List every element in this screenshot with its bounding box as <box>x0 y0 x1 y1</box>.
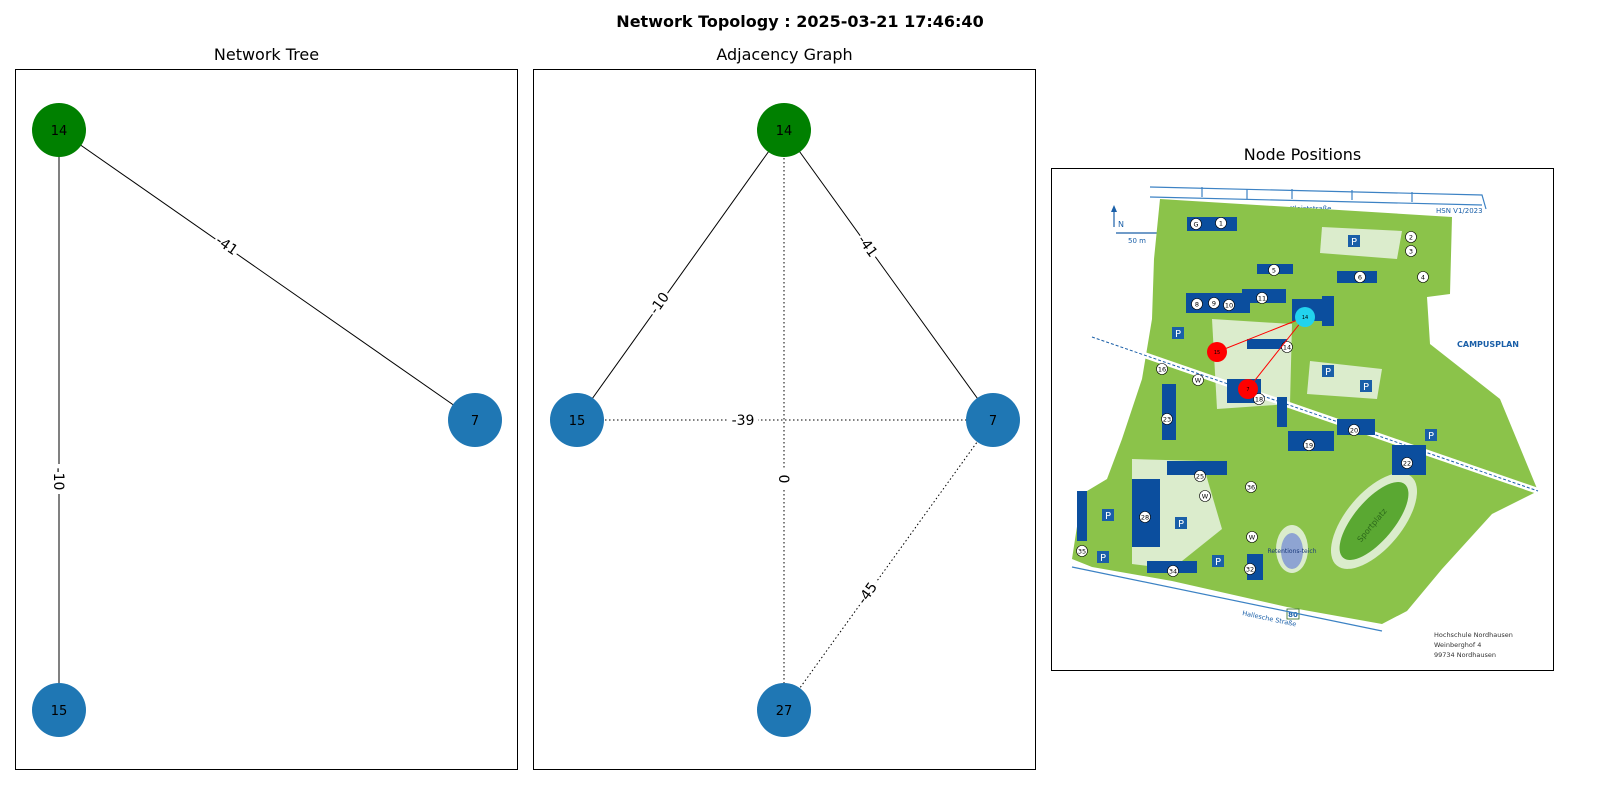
node-positions-panel: Kleiststraße HSN V1/2023 N 50 m Sportpla… <box>1051 168 1554 671</box>
svg-text:9: 9 <box>1212 300 1216 308</box>
svg-text:34: 34 <box>1169 568 1177 576</box>
svg-text:11: 11 <box>1258 295 1266 303</box>
tree-edge-label-14-7: -41 <box>212 233 240 259</box>
network-tree-title: Network Tree <box>213 45 320 64</box>
svg-text:18: 18 <box>1255 396 1263 404</box>
graph-edge-14-15: -10 <box>576 129 785 421</box>
map-version-label: HSN V1/2023 <box>1436 207 1483 215</box>
map-marker-15[interactable]: 15 <box>1207 342 1227 362</box>
pond-label: Retentions-teich <box>1267 548 1316 555</box>
svg-text:32: 32 <box>1246 566 1254 574</box>
svg-text:P: P <box>1105 511 1111 522</box>
svg-text:99734 Nordhausen: 99734 Nordhausen <box>1434 651 1496 659</box>
svg-text:36: 36 <box>1247 484 1255 492</box>
tree-node-14[interactable]: 14 <box>32 103 86 157</box>
svg-text:28: 28 <box>1141 514 1149 522</box>
graph-edge-14-7: -41 <box>783 129 994 421</box>
graph-edge-label-14-15: -10 <box>647 290 673 318</box>
graph-node-14[interactable]: 14 <box>757 103 811 157</box>
adjacency-graph-panel: -10 -41 -39 0 -45 14 15 <box>533 69 1036 770</box>
svg-text:W: W <box>1249 534 1256 542</box>
campusplan-label: CAMPUSPLAN <box>1457 340 1519 349</box>
sports-field: Sportplatz <box>1330 473 1418 569</box>
svg-text:6: 6 <box>1358 274 1362 282</box>
svg-text:23: 23 <box>1163 416 1171 424</box>
tree-edge-label-14-15: -10 <box>50 468 66 491</box>
svg-text:P: P <box>1428 431 1434 442</box>
network-tree-panel: -41 -10 14 7 15 <box>15 69 518 770</box>
svg-text:P: P <box>1175 329 1181 340</box>
graph-edge-15-7: -39 <box>577 411 993 429</box>
north-arrow: N 50 m <box>1111 205 1160 245</box>
tree-edge-14-15: -10 <box>50 130 68 710</box>
graph-edge-7-27: -45 <box>783 419 994 711</box>
svg-text:8: 8 <box>1195 301 1199 309</box>
graph-edge-label-14-27: 0 <box>775 475 791 484</box>
scale-label: 50 m <box>1128 237 1146 245</box>
svg-text:P: P <box>1363 382 1369 393</box>
graph-node-27[interactable]: 27 <box>757 683 811 737</box>
figure-title: Network Topology : 2025-03-21 17:46:40 <box>616 12 984 31</box>
svg-text:3: 3 <box>1409 248 1413 256</box>
svg-text:7: 7 <box>1246 387 1249 393</box>
route-label: 80 <box>1288 611 1298 619</box>
map-marker-7[interactable]: 7 <box>1238 379 1258 399</box>
svg-text:19: 19 <box>1305 442 1313 450</box>
tree-edge-14-7: -41 <box>58 129 476 421</box>
north-label: N <box>1118 220 1124 229</box>
campus-map: Kleiststraße HSN V1/2023 N 50 m Sportpla… <box>1052 169 1553 670</box>
graph-node-7-label: 7 <box>989 414 997 429</box>
adjacency-graph-canvas: -10 -41 -39 0 -45 14 15 <box>550 103 1020 737</box>
svg-text:16: 16 <box>1158 366 1166 374</box>
graph-node-27-label: 27 <box>776 704 793 719</box>
network-tree-canvas: -41 -10 14 7 15 <box>32 103 502 737</box>
graph-edge-label-14-7: -41 <box>854 233 880 261</box>
tree-node-7-label: 7 <box>471 414 479 429</box>
svg-text:P: P <box>1325 367 1331 378</box>
map-marker-14[interactable]: 14 <box>1295 307 1315 327</box>
tree-node-7[interactable]: 7 <box>448 393 502 447</box>
graph-node-15-label: 15 <box>569 414 586 429</box>
retention-pond: Retentions-teich <box>1267 525 1317 573</box>
graph-edge-label-15-7: -39 <box>732 413 755 429</box>
tree-node-14-label: 14 <box>51 124 68 139</box>
svg-text:20: 20 <box>1350 427 1358 435</box>
svg-text:Hochschule Nordhausen: Hochschule Nordhausen <box>1434 631 1513 639</box>
address-block: Hochschule Nordhausen Weinberghof 4 9973… <box>1434 631 1513 659</box>
svg-text:35: 35 <box>1078 548 1086 556</box>
graph-node-15[interactable]: 15 <box>550 393 604 447</box>
svg-text:15: 15 <box>1214 350 1220 356</box>
svg-text:P: P <box>1100 553 1106 564</box>
node-position-overlay: 14 15 7 <box>1207 307 1315 399</box>
svg-text:1: 1 <box>1219 220 1223 228</box>
svg-text:4: 4 <box>1421 274 1425 282</box>
top-road <box>1149 186 1487 210</box>
building-number-badges: G 1 2 3 4 5 6 8 9 10 11 14 16 W 18 23 19… <box>1076 217 1429 577</box>
svg-text:25: 25 <box>1196 473 1204 481</box>
svg-text:G: G <box>1193 221 1198 229</box>
tree-node-15-label: 15 <box>51 704 68 719</box>
svg-text:5: 5 <box>1272 267 1276 275</box>
svg-text:P: P <box>1178 519 1184 530</box>
graph-edge-14-27: 0 <box>775 130 792 710</box>
svg-text:14: 14 <box>1283 344 1291 352</box>
svg-text:14: 14 <box>1302 315 1308 321</box>
parking-signs: P P P P P P P P P <box>1097 235 1437 568</box>
svg-text:22: 22 <box>1403 460 1411 468</box>
tree-node-15[interactable]: 15 <box>32 683 86 737</box>
svg-text:2: 2 <box>1409 234 1413 242</box>
node-positions-title: Node Positions <box>1243 145 1362 164</box>
svg-text:P: P <box>1215 557 1221 568</box>
svg-text:W: W <box>1202 493 1209 501</box>
graph-node-14-label: 14 <box>776 124 793 139</box>
svg-text:P: P <box>1351 237 1357 248</box>
svg-text:W: W <box>1195 377 1202 385</box>
svg-text:Weinberghof 4: Weinberghof 4 <box>1434 641 1481 649</box>
adjacency-graph-title: Adjacency Graph <box>716 45 853 64</box>
svg-text:10: 10 <box>1225 302 1233 310</box>
graph-node-7[interactable]: 7 <box>966 393 1020 447</box>
